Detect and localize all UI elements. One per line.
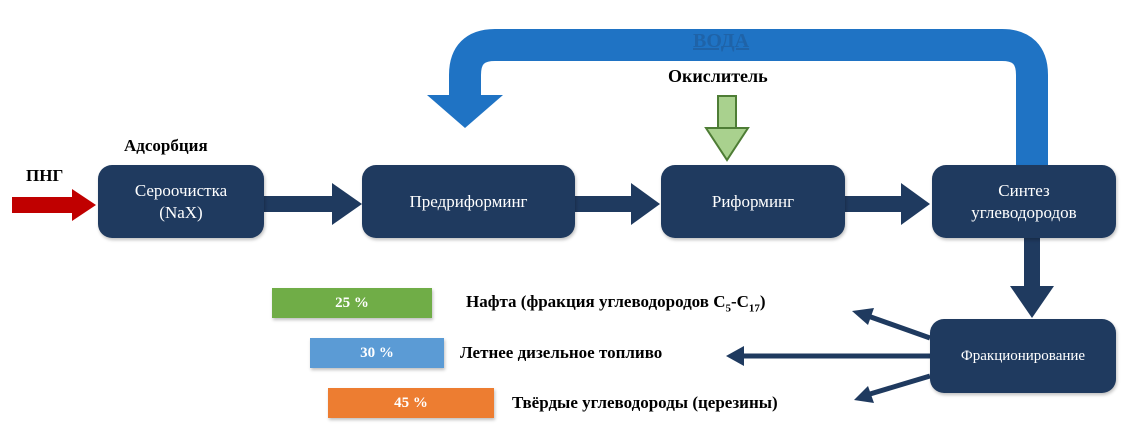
png-input-arrow-shaft — [12, 197, 74, 213]
diesel-label: Летнее дизельное топливо — [460, 343, 663, 362]
naphtha-sub-end: 17 — [748, 302, 760, 315]
arrow-to-diesel-head — [726, 346, 744, 366]
water-recycle-arrow — [449, 29, 1048, 168]
arrow-reform-to-synthesis-shaft — [845, 196, 903, 212]
wax-percent-bar: 45 % — [328, 388, 494, 418]
arrow-prereform-to-reform-head — [631, 183, 660, 225]
arrow-prereform-to-reform-shaft — [575, 196, 633, 212]
naphtha-label-prefix: Нафта (фракция углеводородов C — [466, 292, 726, 311]
naphtha-label-mid: -C — [730, 292, 749, 311]
adsorption-label: Адсорбция — [124, 136, 208, 155]
wax-label: Твёрдые углеводороды (церезины) — [512, 393, 778, 412]
fractionation-box: Фракционирование — [930, 319, 1116, 393]
arrow-reform-to-synthesis-head — [901, 183, 930, 225]
naphtha-label-suffix: ) — [759, 292, 766, 311]
reforming-box: Риформинг — [661, 165, 845, 238]
synthesis-box: Синтез углеводородов — [932, 165, 1116, 238]
desulfurization-box: Сероочистка (NaX) — [98, 165, 264, 238]
png-label: ПНГ — [26, 166, 64, 185]
oxidizer-arrow-head — [704, 127, 750, 162]
arrow-desulf-to-prereform-head — [332, 183, 362, 225]
prereforming-box: Предриформинг — [362, 165, 575, 238]
arrow-synthesis-to-fractionation-head — [1010, 286, 1054, 318]
arrow-desulf-to-prereform-shaft — [264, 196, 334, 212]
arrow-synthesis-to-fractionation-shaft — [1024, 238, 1040, 288]
arrow-to-naphtha-line — [867, 313, 931, 341]
water-arrow-head — [427, 95, 503, 128]
arrow-to-wax-head — [854, 386, 874, 403]
naphtha-label: Нафта (фракция углеводородов C5-C17) — [466, 292, 766, 315]
png-input-arrow-head — [72, 189, 96, 221]
water-label: ВОДА — [693, 30, 750, 52]
arrow-to-wax-line — [869, 373, 931, 397]
naphtha-percent-bar: 25 % — [272, 288, 432, 318]
arrow-to-naphtha-head — [852, 308, 874, 325]
naphtha-sub-start: 5 — [725, 302, 731, 315]
oxidizer-arrow-shaft — [717, 95, 737, 131]
oxidizer-label: Окислитель — [668, 66, 768, 86]
diesel-percent-bar: 30 % — [310, 338, 444, 368]
